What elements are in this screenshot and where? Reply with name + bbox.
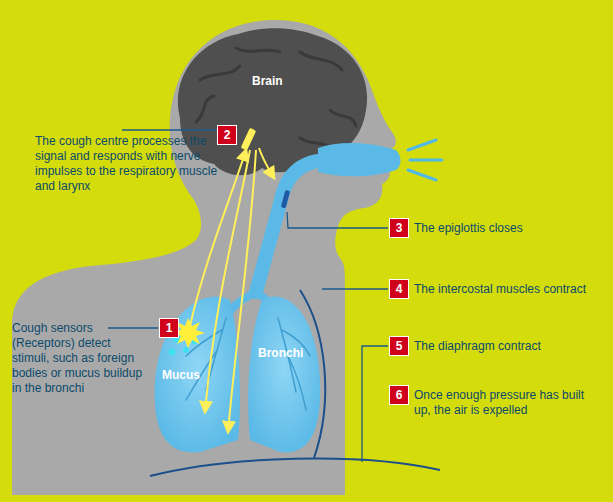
- nerve-impulses: [190, 148, 274, 432]
- callout-number: 3: [390, 219, 408, 237]
- part-name: Brain: [252, 74, 283, 88]
- epiglottis: [281, 190, 290, 209]
- expelled-air: [408, 140, 442, 180]
- leader-lines: [108, 130, 388, 462]
- callout-number: 6: [390, 386, 408, 404]
- callout-text: The diaphragm contract: [414, 339, 604, 354]
- part-name: Bronchi: [258, 346, 303, 360]
- part-name: Mucus: [162, 368, 200, 382]
- callout-text: Once enough pressure has built up, the a…: [414, 388, 589, 418]
- callout-number: 4: [390, 280, 408, 298]
- callout-number: 1: [160, 319, 178, 337]
- diaphragm: [150, 459, 440, 476]
- intercostal-muscle: [300, 290, 325, 458]
- callout-text: The cough centre processes the signal an…: [35, 134, 233, 194]
- callout-text: The epiglottis closes: [414, 221, 604, 236]
- cough-centre: [241, 128, 257, 151]
- callout-number: 2: [218, 126, 236, 144]
- brain-folds: [196, 48, 356, 150]
- callout-text: The intercostal muscles contract: [414, 282, 604, 297]
- bronchial-tree: [186, 318, 310, 410]
- right-lung: [248, 297, 320, 453]
- callout-number: 5: [390, 337, 408, 355]
- trachea: [256, 160, 330, 292]
- left-lung: [155, 297, 240, 453]
- body-silhouette: [12, 20, 396, 495]
- callout-text: Cough sensors (Receptors) detect stimuli…: [12, 321, 146, 396]
